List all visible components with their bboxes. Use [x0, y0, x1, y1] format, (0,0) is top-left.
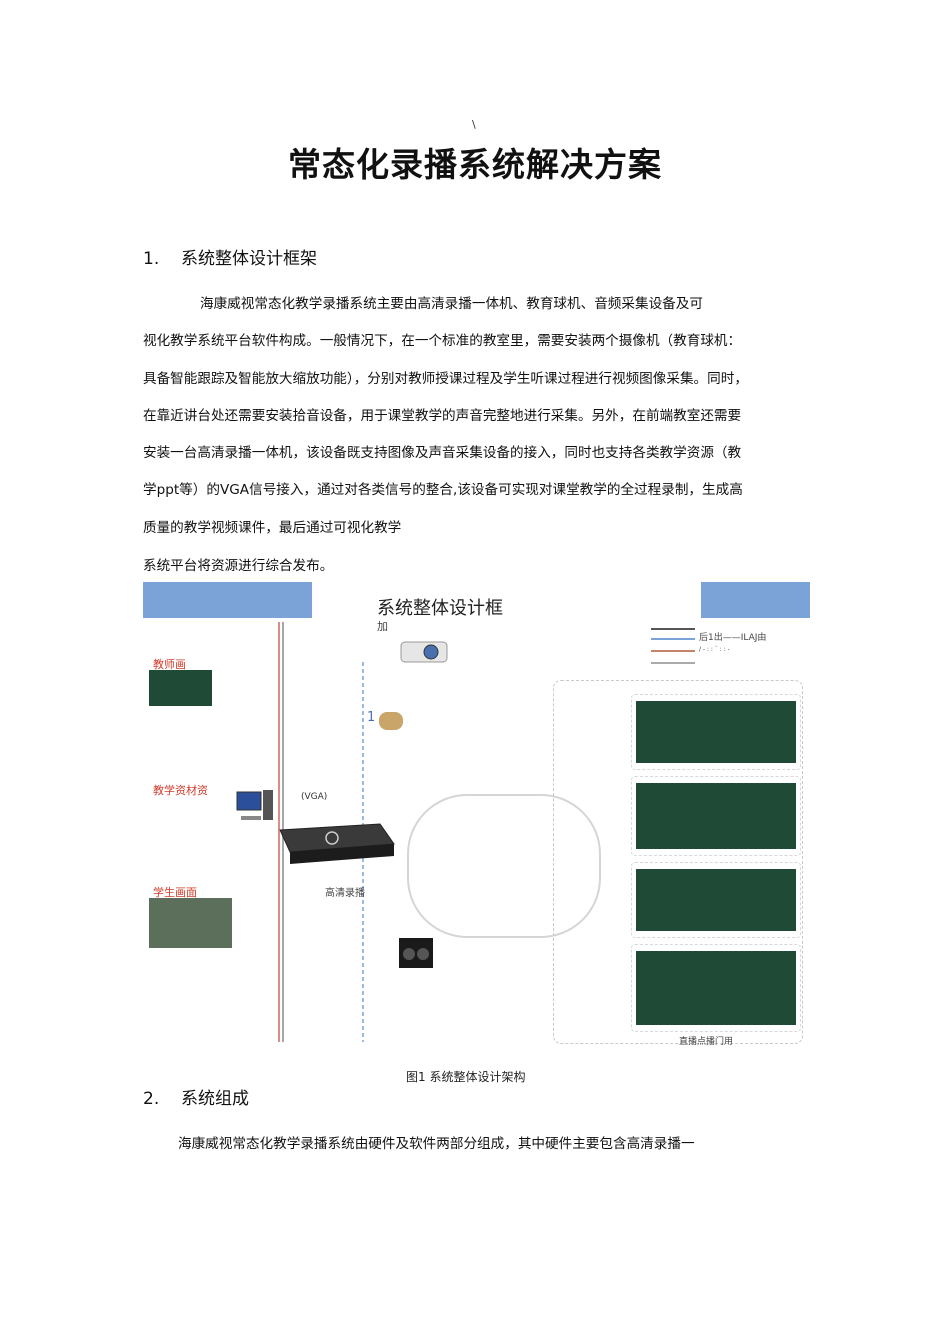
legend-text-1: 后1出——ILAJ由 — [699, 633, 767, 643]
paragraph-last-line: 系统平台将资源进行综合发布。 — [143, 558, 334, 574]
teacher-photo — [149, 670, 212, 706]
figure-caption: 图1 系统整体设计架构 — [406, 1070, 526, 1084]
classroom-screen — [636, 701, 796, 763]
section-2-heading: 2. 系统组成 — [143, 1084, 249, 1109]
diagram-title-fragment: 加 — [377, 620, 388, 633]
legend-line — [651, 662, 695, 664]
section-2-number: 2. — [143, 1089, 160, 1109]
section-2-paragraph: 海康威视常态化教学录播系统由硬件及软件两部分组成，其中硬件主要包含高清录播一 — [178, 1136, 695, 1152]
recorder-label: 高清录播 — [325, 888, 365, 899]
output-thumbnail — [631, 862, 801, 938]
section-1-paragraph: 海康威视常态化教学录播系统主要由高清录播一体机、教育球机、音频采集设备及可 视化… — [143, 286, 748, 547]
section-2-title: 系统组成 — [181, 1089, 249, 1109]
projector-icon — [400, 641, 448, 663]
legend-text-2: / - : : ` : : - — [699, 646, 730, 653]
network-cloud — [407, 794, 601, 938]
legend-line — [651, 650, 695, 652]
section-1-heading: 1. 系统整体设计框架 — [143, 244, 317, 269]
legend: 后1出——ILAJ由 / - : : ` : : - — [651, 622, 801, 674]
student-photo — [149, 898, 232, 948]
page-marker: \ — [472, 118, 476, 131]
legend-line — [651, 638, 695, 640]
classroom-screen — [636, 869, 796, 931]
header-bar-right — [701, 582, 810, 618]
classroom-screen — [636, 783, 796, 849]
output-panel — [553, 680, 803, 1044]
classroom-screen — [636, 951, 796, 1025]
student-view-label: 学生画面 — [153, 886, 197, 899]
paragraph-line: 学ppt等）的VGA信号接入，通过对各类信号的整合,该设备可实现对课堂教学的全过… — [143, 482, 743, 499]
microphone-icon — [379, 712, 403, 730]
output-thumbnail — [631, 944, 801, 1032]
section-1-number: 1. — [143, 249, 160, 269]
document-title: 常态化录播系统解决方案 — [288, 145, 662, 184]
recorder-device-icon — [279, 823, 395, 864]
number-label: 1 — [367, 710, 376, 725]
paragraph-line: 视化教学系统平台软件构成。一般情况下，在一个标准的教室里，需要安装两个摄像机（教… — [143, 333, 742, 350]
section-1-title: 系统整体设计框架 — [181, 249, 317, 269]
speaker-icon — [399, 938, 433, 968]
paragraph-line: 质量的教学视频课件，最后通过可视化教学 — [143, 519, 402, 536]
paragraph-line: 安装一台高清录播一体机，该设备既支持图像及声音采集设备的接入，同时也支持各类教学… — [143, 445, 742, 462]
material-label: 教学资材资 — [153, 784, 208, 797]
diagram-title: 系统整体设计框 — [377, 598, 503, 619]
output-thumbnail — [631, 776, 801, 856]
legend-line — [651, 628, 695, 630]
system-architecture-diagram: 系统整体设计框 加 教师画 教学资材资 学生画面 (VGA) 高清录播 1 — [143, 582, 810, 1050]
bottom-label: 直播点播门用 — [679, 1037, 734, 1047]
paragraph-line: 海康威视常态化教学录播系统主要由高清录播一体机、教育球机、音频采集设备及可 — [200, 296, 703, 312]
computer-icon — [236, 790, 273, 820]
paragraph-line: 在靠近讲台处还需要安装拾音设备，用于课堂教学的声音完整地进行采集。另外，在前端教… — [143, 407, 742, 424]
header-bar-left — [143, 582, 312, 618]
paragraph-line: 具备智能跟踪及智能放大缩放功能），分别对教师授课过程及学生听课过程进行视频图像采… — [143, 370, 748, 387]
output-thumbnail — [631, 694, 801, 770]
teacher-view-label: 教师画 — [153, 658, 186, 671]
vga-label: (VGA) — [301, 792, 328, 802]
